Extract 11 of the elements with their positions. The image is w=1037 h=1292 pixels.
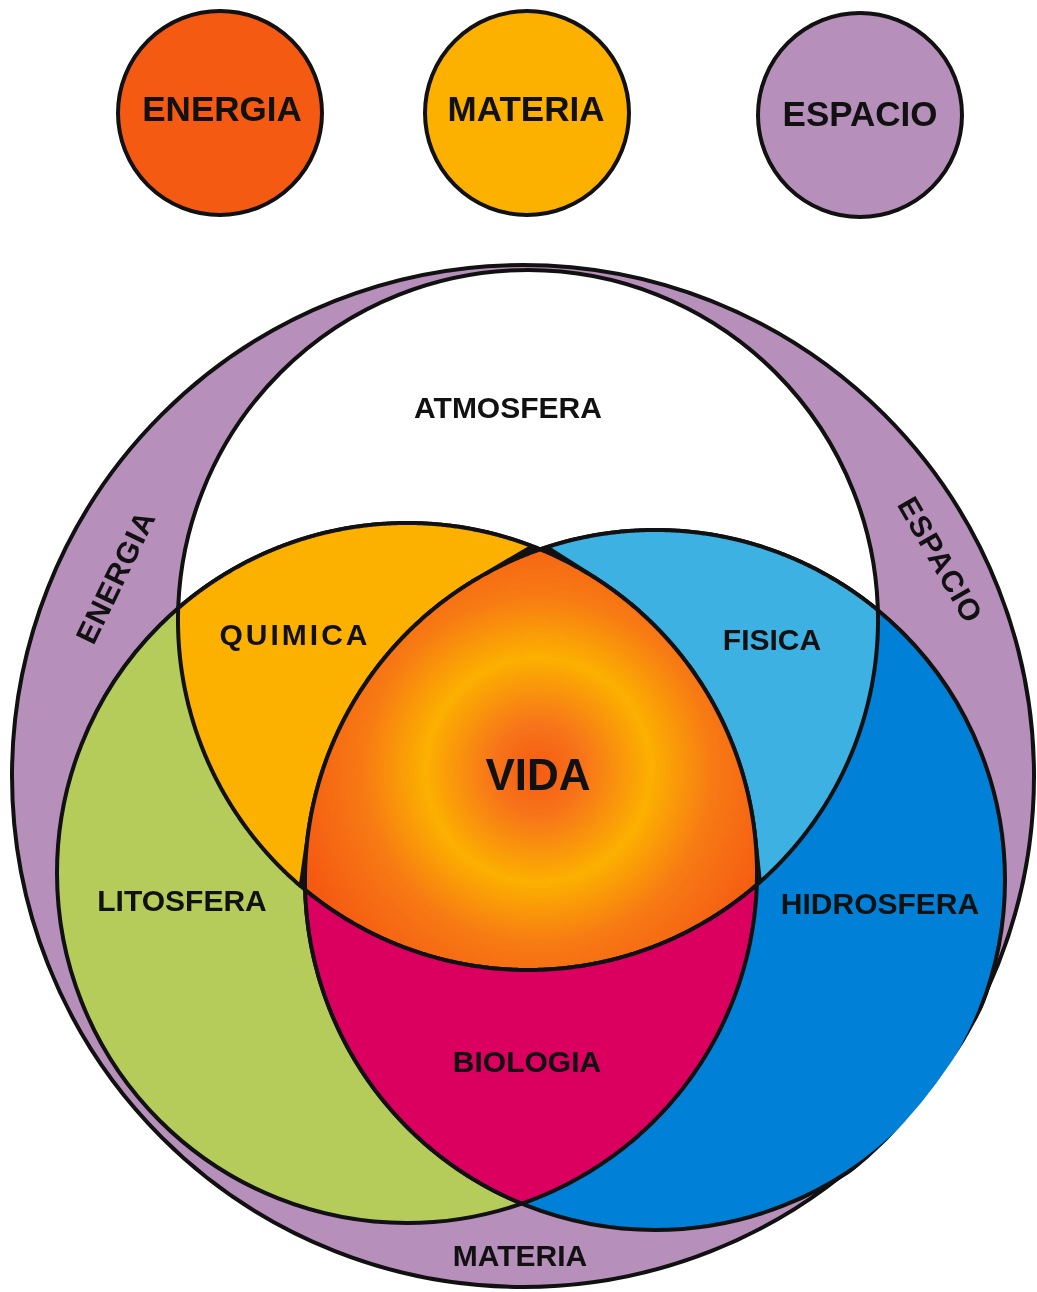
circle-label: ESPACIO bbox=[782, 95, 938, 131]
region-label: HIDROSFERA bbox=[780, 889, 980, 919]
region-label: QUIMICA bbox=[219, 620, 371, 650]
circle-label: MATERIA bbox=[447, 90, 605, 126]
circle-label: ENERGIA bbox=[142, 90, 302, 126]
region-label: LITOSFERA bbox=[97, 886, 267, 916]
region-label: ATMOSFERA bbox=[414, 393, 602, 423]
center-label: VIDA bbox=[485, 753, 591, 797]
region-label: BIOLOGIA bbox=[452, 1047, 602, 1077]
ring-label: MATERIA bbox=[452, 1241, 588, 1271]
region-label: FISICA bbox=[722, 625, 822, 655]
